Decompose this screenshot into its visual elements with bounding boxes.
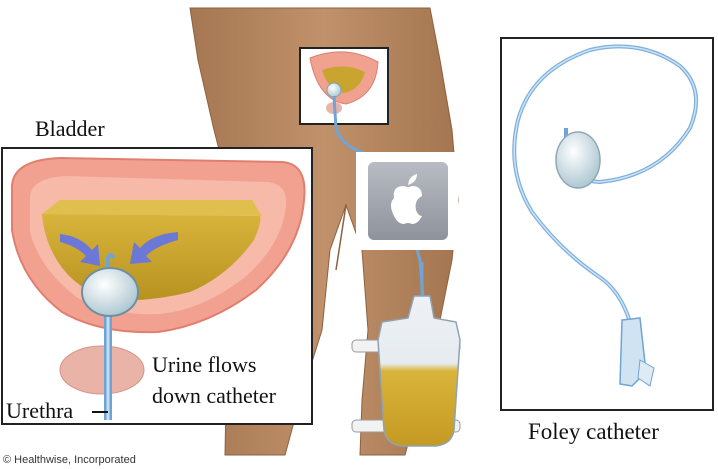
foley-catheter-panel (500, 37, 714, 411)
urine-flow-label-line2: down catheter (152, 383, 276, 408)
catheter-balloon (81, 267, 139, 317)
drainage-bag (351, 262, 461, 447)
urethra-label: Urethra (6, 398, 74, 423)
apple-logo-icon (391, 174, 422, 224)
image-placeholder (356, 152, 458, 250)
urethra-pointer (92, 411, 108, 413)
foley-catheter-label: Foley catheter (528, 419, 659, 444)
foley-balloon (555, 131, 601, 189)
urine-flow-label-line1: Urine flows (152, 352, 257, 377)
pelvis-inset (299, 47, 389, 125)
bladder-panel (1, 147, 313, 425)
bladder-label: Bladder (35, 116, 105, 141)
urine-flow-arrows (60, 232, 178, 266)
copyright-credit: © Healthwise, Incorporated (3, 454, 136, 466)
